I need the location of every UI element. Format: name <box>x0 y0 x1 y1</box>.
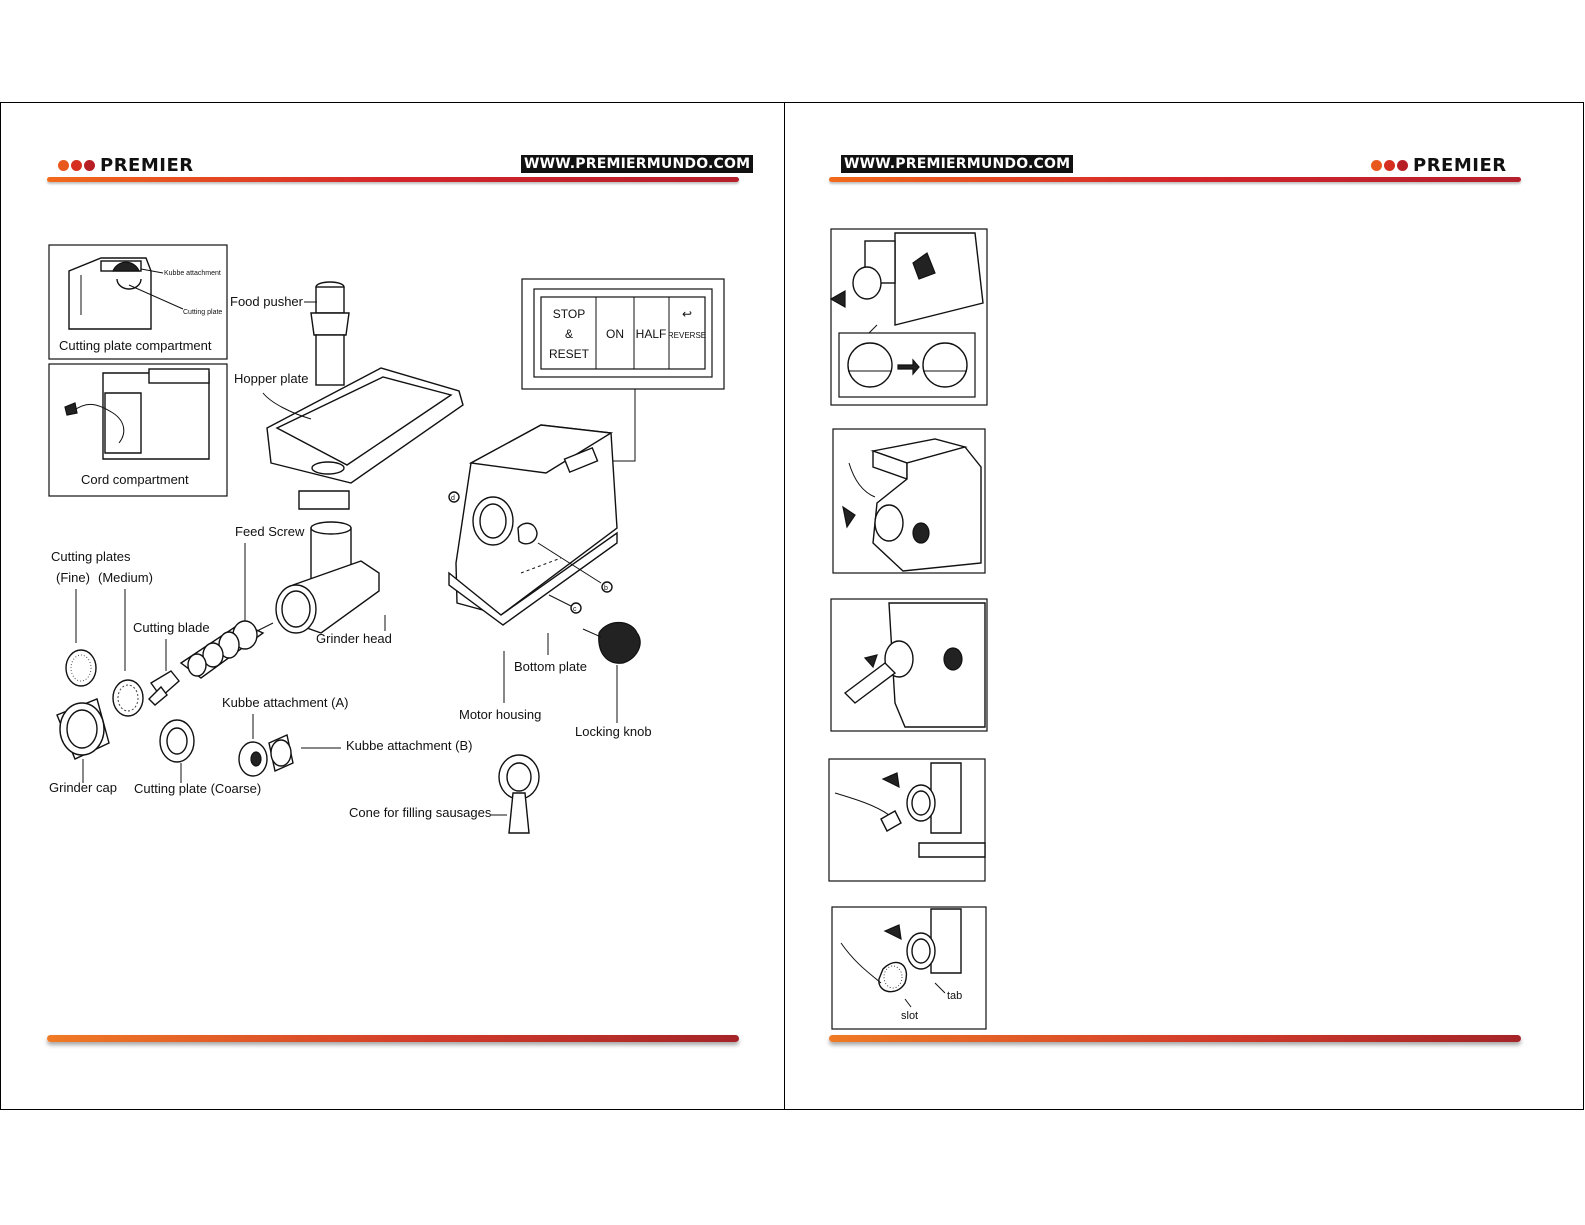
header-rule <box>47 177 739 182</box>
grinder-cap: Grinder cap <box>49 698 117 795</box>
bottom-plate-label: Bottom plate <box>514 659 587 674</box>
cone-label: Cone for filling sausages <box>349 805 492 820</box>
slot-label: slot <box>901 1010 918 1022</box>
stop-label-2: & <box>565 327 573 341</box>
cutting-plate-compartment-label: Cutting plate compartment <box>59 338 212 353</box>
fine-label: (Fine) <box>56 570 90 585</box>
cord-compartment-inset: Cord compartment <box>48 363 228 497</box>
website-url: WWW.PREMIERMUNDO.COM <box>841 155 1074 173</box>
logo-dot-icon <box>84 160 95 171</box>
reverse-label: REVERSE <box>668 331 706 340</box>
tab-label: tab <box>947 990 962 1002</box>
grinder-head-label: Grinder head <box>316 631 392 646</box>
motor-housing: d b c a <box>448 424 618 626</box>
marker-d: d <box>451 495 455 502</box>
logo-dot-icon <box>1371 160 1382 171</box>
food-pusher: Food pusher <box>230 281 350 386</box>
cutting-plate-coarse-label: Cutting plate (Coarse) <box>134 781 261 796</box>
logo-dot-icon <box>1384 160 1395 171</box>
hopper-plate-label: Hopper plate <box>234 371 308 386</box>
stop-label-3: RESET <box>549 347 590 361</box>
cutting-blade-label: Cutting blade <box>133 620 210 635</box>
food-pusher-label: Food pusher <box>230 294 304 309</box>
right-page: WWW.PREMIERMUNDO.COM PREMIER <box>784 102 1584 1110</box>
kubbe-attachment-a <box>238 741 268 777</box>
cutting-plates-label: Cutting plates <box>51 549 131 564</box>
assembly-steps: tab slot <box>828 228 988 1030</box>
cutting-plate-small-label: Cutting plate <box>183 309 222 316</box>
kubbe-attachment-small-label: Kubbe attachment <box>164 270 221 277</box>
kubbe-a-label: Kubbe attachment (A) <box>222 695 348 710</box>
step-3-feed-screw-insert-illustration <box>830 598 988 732</box>
sausage-cone: Cone for filling sausages <box>349 754 540 834</box>
header-rule <box>829 177 1521 182</box>
feed-screw <box>179 620 274 679</box>
grinder-head: Grinder head <box>275 521 392 646</box>
step-2-hopper-placement-illustration <box>832 428 986 574</box>
premier-logo: PREMIER <box>1371 155 1507 176</box>
left-page: PREMIER WWW.PREMIERMUNDO.COM Kubbe attac… <box>0 102 785 1110</box>
step-4-blade-fitting-illustration <box>828 758 986 882</box>
fine-cutting-plate <box>65 649 97 687</box>
brand-name: PREMIER <box>1413 155 1507 176</box>
stop-label-1: STOP <box>553 307 585 321</box>
footer-rule <box>47 1035 739 1042</box>
hopper-plate: Hopper plate <box>234 367 464 510</box>
feed-screw-label: Feed Screw <box>235 524 305 539</box>
parts-diagram: Kubbe attachment Cutting plate Cutting p… <box>48 244 725 834</box>
on-label: ON <box>606 327 624 341</box>
logo-dot-icon <box>58 160 69 171</box>
motor-housing-label: Motor housing <box>459 707 541 722</box>
reverse-arrow-icon: ↩ <box>682 307 692 321</box>
cord-compartment-label: Cord compartment <box>81 472 189 487</box>
brand-name: PREMIER <box>100 155 194 176</box>
kubbe-attachment-b: Kubbe attachment (B) <box>268 734 472 772</box>
kubbe-b-label: Kubbe attachment (B) <box>346 738 472 753</box>
coarse-cutting-plate: Cutting plate (Coarse) <box>134 719 261 796</box>
cutting-blade <box>148 670 180 706</box>
logo-dot-icon <box>71 160 82 171</box>
medium-label: (Medium) <box>98 570 153 585</box>
locking-knob-label: Locking knob <box>575 724 652 739</box>
website-url: WWW.PREMIERMUNDO.COM <box>521 155 754 173</box>
marker-c: c <box>573 606 577 613</box>
footer-rule <box>829 1035 1521 1042</box>
medium-cutting-plate <box>112 679 144 717</box>
premier-logo: PREMIER <box>58 155 194 176</box>
locking-knob: Locking knob <box>575 621 652 739</box>
control-panel-callout: STOP & RESET ON HALF ↩ REVERSE <box>521 278 725 462</box>
logo-dot-icon <box>1397 160 1408 171</box>
marker-b: b <box>604 585 608 592</box>
half-label: HALF <box>636 327 667 341</box>
step-5-cutting-plate-fitting-illustration: tab slot <box>831 906 987 1030</box>
grinder-cap-label: Grinder cap <box>49 780 117 795</box>
cutting-plate-compartment-inset: Kubbe attachment Cutting plate Cutting p… <box>48 244 228 360</box>
step-1-grinder-head-insert-illustration <box>829 228 988 406</box>
